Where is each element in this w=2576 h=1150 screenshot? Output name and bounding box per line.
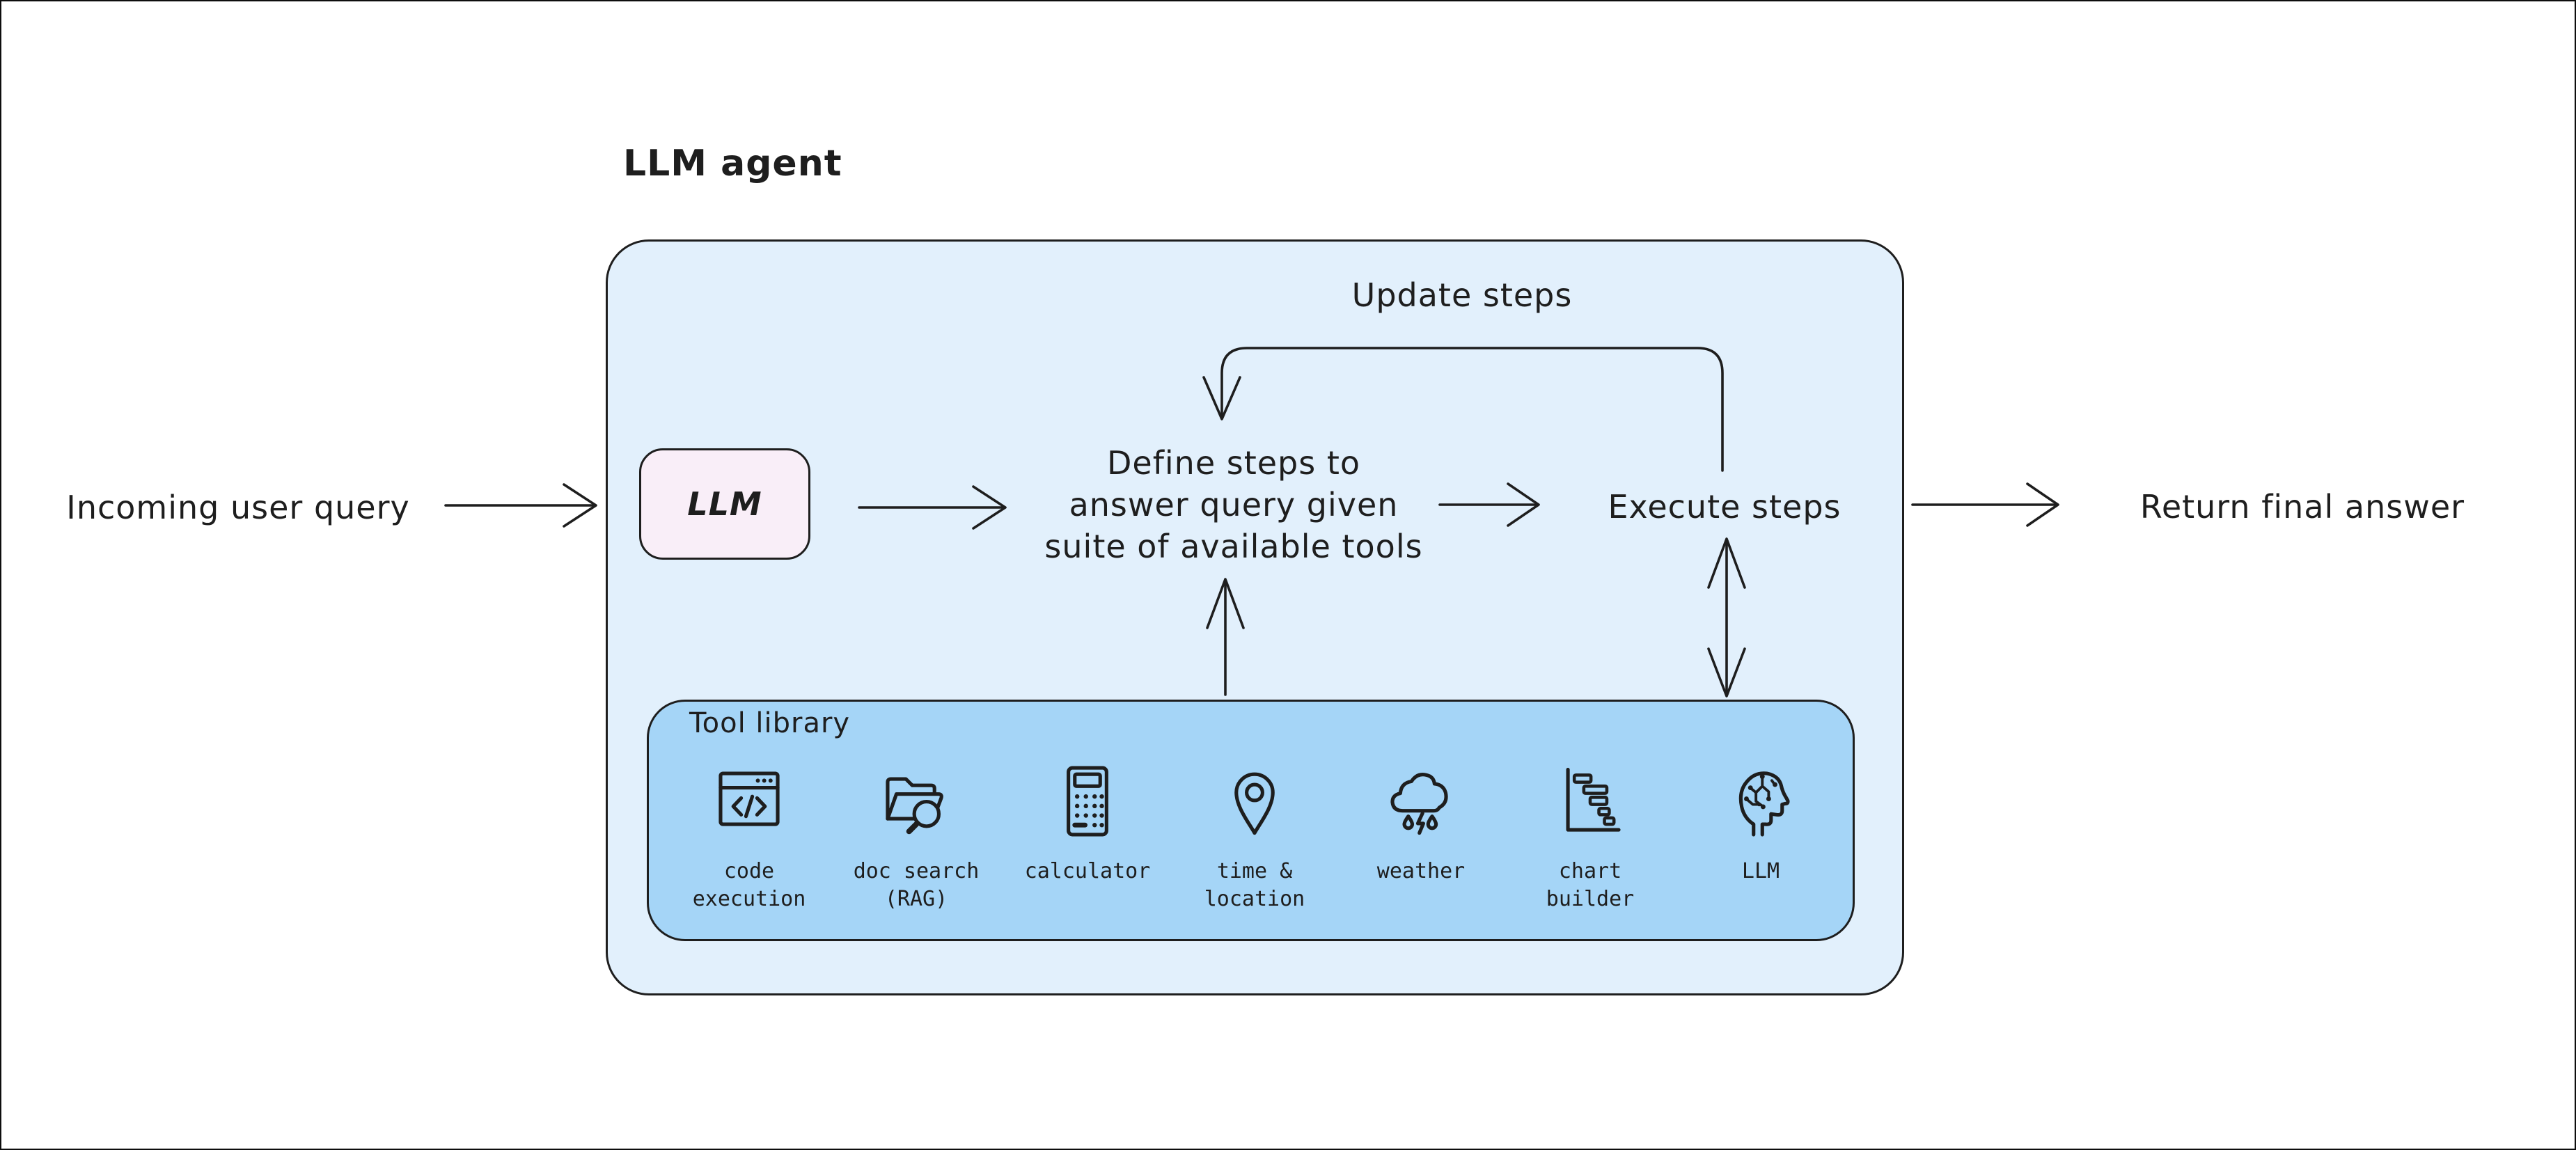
tool-label: LLM	[1741, 859, 1780, 883]
diagram-title: LLM agent	[623, 143, 842, 184]
tool-item-code-execution: code execution	[666, 762, 833, 936]
tool-item-doc-search: doc search (RAG)	[833, 762, 1000, 936]
tool-label: code execution	[692, 859, 806, 911]
gantt-chart-icon	[1566, 767, 1621, 832]
return-final-answer-label: Return final answer	[2139, 488, 2465, 526]
tool-label: doc search (RAG)	[853, 859, 980, 911]
tool-item-calculator: calculator	[1004, 762, 1171, 936]
llm-node: LLM	[639, 448, 810, 560]
define-steps-node: Define steps to answer query given suite…	[1044, 444, 1423, 565]
arrow-execute-to-return	[1911, 482, 2059, 527]
tool-item-llm: LLM	[1677, 762, 1844, 936]
tool-label: time & location	[1204, 859, 1305, 911]
code-window-icon	[718, 771, 780, 826]
calculator-icon	[1067, 766, 1108, 837]
storm-cloud-icon	[1390, 773, 1448, 835]
tool-label: weather	[1376, 859, 1466, 883]
llm-node-label: LLM	[687, 485, 762, 523]
tool-label: calculator	[1024, 859, 1151, 883]
tool-item-chart-builder: chart builder	[1507, 762, 1674, 936]
map-pin-icon	[1234, 772, 1275, 835]
tool-item-time-location: time & location	[1171, 762, 1338, 936]
incoming-user-query-label: Incoming user query	[66, 489, 410, 526]
folder-search-icon	[886, 777, 943, 835]
arrow-query-to-agent	[444, 483, 597, 528]
execute-steps-node: Execute steps	[1608, 488, 1841, 526]
tool-library-container	[647, 700, 1855, 941]
tool-item-weather: weather	[1337, 762, 1505, 936]
tool-library-title: Tool library	[689, 707, 851, 739]
circuit-head-icon	[1738, 771, 1790, 837]
update-steps-label: Update steps	[1351, 276, 1573, 314]
tool-label: chart builder	[1546, 859, 1635, 911]
